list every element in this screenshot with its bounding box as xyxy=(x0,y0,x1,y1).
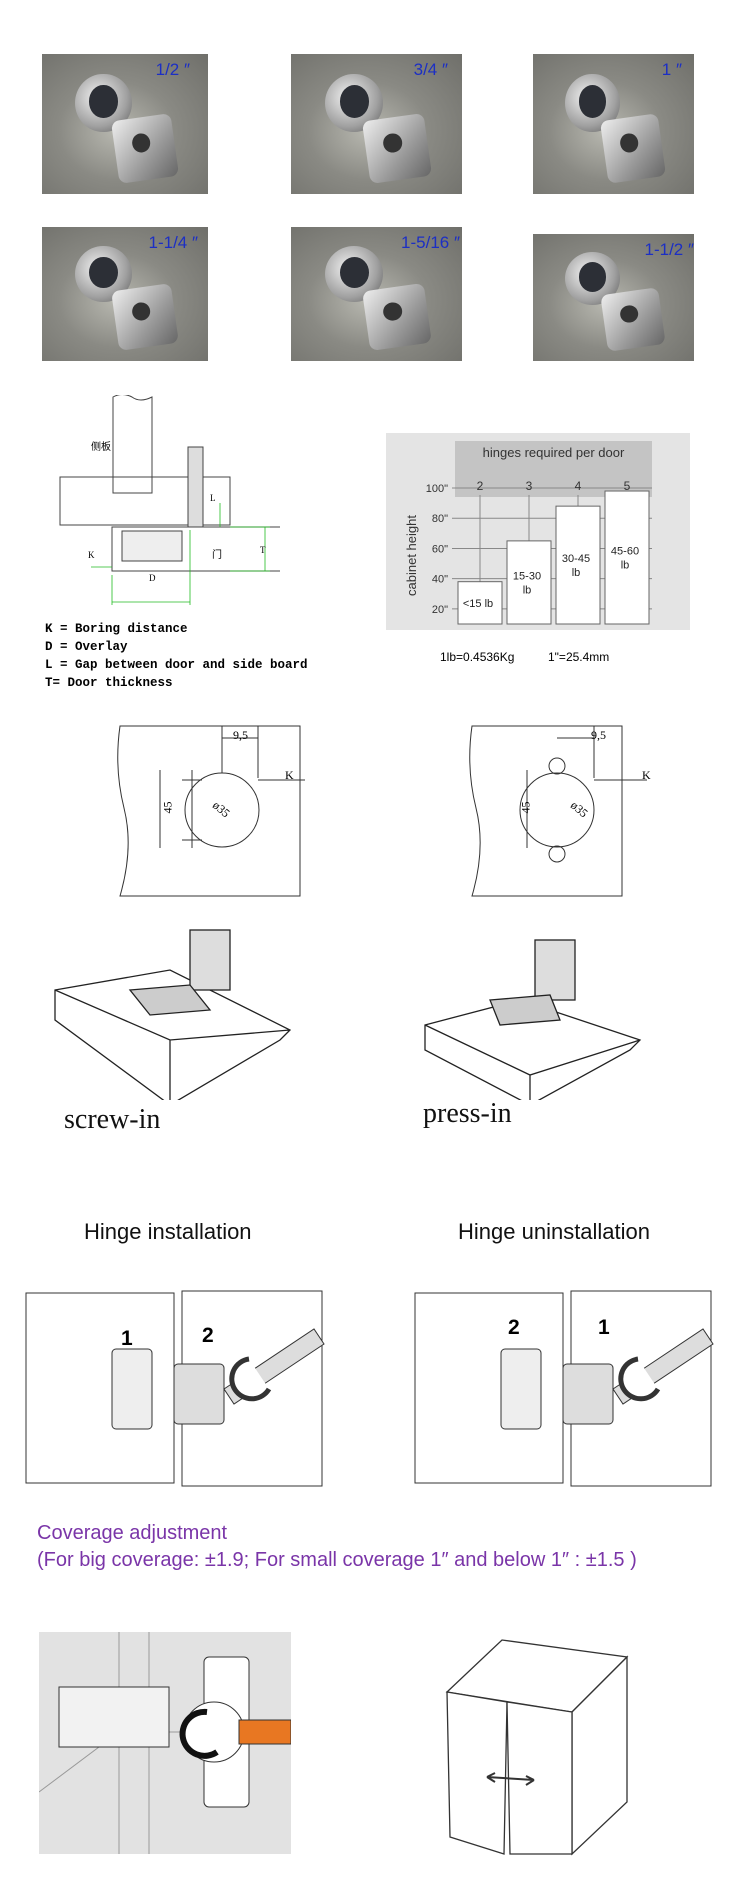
hinge-photo-4: 1-1/4 ″ xyxy=(42,227,208,361)
t-dim-label: T xyxy=(260,545,266,555)
chart-title: hinges required per door xyxy=(482,445,625,460)
screw-in-caption: screw-in xyxy=(64,1104,161,1135)
hinge-photo-3: 1 ″ xyxy=(533,54,694,194)
hinge-size-label: 1/2 ″ xyxy=(155,60,190,79)
l-dim-label: L xyxy=(210,493,216,503)
hinge-section-diagram xyxy=(59,395,280,605)
legend-d: D = Overlay xyxy=(45,640,128,654)
dim-top-right: 9,5 xyxy=(591,728,606,742)
legend-k: K = Boring distance xyxy=(45,622,188,636)
install-step-1: 1 xyxy=(121,1327,133,1350)
conversion-lb: 1lb=0.4536Kg xyxy=(440,650,515,664)
k-dim-label: K xyxy=(88,550,95,560)
dim-top-left: 9,5 xyxy=(233,728,248,742)
hinge-photo-5: 1-5/16 ″ xyxy=(291,227,462,361)
hinge-uninstallation-title: Hinge uninstallation xyxy=(458,1219,651,1244)
drilling-diagram-press xyxy=(469,725,647,897)
legend-t: T= Door thickness xyxy=(45,676,173,690)
chart-bar-label: 30-45 xyxy=(562,553,590,565)
coverage-adjust-drawing xyxy=(39,1632,291,1854)
chart-bar-label: 45-60 xyxy=(611,546,639,558)
uninstallation-drawing xyxy=(414,1290,714,1487)
chart-ytick: 60" xyxy=(432,543,448,555)
hinge-size-label: 1-1/4 ″ xyxy=(148,233,199,252)
hinges-per-door-chart: hinges required per door cabinet height … xyxy=(386,433,690,630)
chart-ytick: 40" xyxy=(432,574,448,586)
hinge-size-label: 1 ″ xyxy=(661,60,682,79)
dim-side-left: 45 xyxy=(160,801,175,814)
d-dim-label: D xyxy=(149,573,156,583)
coverage-title: Coverage adjustment xyxy=(37,1522,228,1544)
dim-side-right: 45 xyxy=(518,801,533,814)
cabinet-doors-drawing xyxy=(445,1639,629,1856)
hinge-photo-1: 1/2 ″ xyxy=(42,54,208,194)
chart-ytick: 100" xyxy=(426,483,448,495)
install-step-2: 2 xyxy=(202,1324,214,1347)
press-in-drawing xyxy=(424,939,642,1100)
legend-l: L = Gap between door and side board xyxy=(45,658,308,672)
installation-drawing xyxy=(25,1290,325,1487)
screw-in-drawing xyxy=(54,929,292,1100)
chart-column-label: 2 xyxy=(477,479,484,493)
chart-bar-label: lb xyxy=(621,560,630,572)
hinge-size-label: 1-1/2 ″ xyxy=(644,240,695,259)
hinge-installation-title: Hinge installation xyxy=(84,1219,252,1244)
chart-bar xyxy=(555,505,601,625)
chart-bar-label: lb xyxy=(572,567,581,579)
press-in-caption: press-in xyxy=(423,1098,512,1129)
hinge-photo-6: 1-1/2 ″ xyxy=(533,234,694,361)
chart-bar xyxy=(457,581,503,625)
chart-bar-label: lb xyxy=(523,584,532,596)
k-right: K xyxy=(642,768,651,782)
hinge-photo-2: 3/4 ″ xyxy=(291,54,462,194)
chart-ytick: 20" xyxy=(432,604,448,616)
chart-bar-label: 15-30 xyxy=(513,570,541,582)
chart-ytick: 80" xyxy=(432,513,448,525)
chart-bar xyxy=(506,540,552,625)
side-board-label: 侧板 xyxy=(91,442,111,453)
hinge-size-label: 1-5/16 ″ xyxy=(401,233,460,252)
k-left: K xyxy=(285,768,294,782)
chart-column-label: 4 xyxy=(575,479,582,493)
chart-bar-label: <15 lb xyxy=(463,598,493,610)
dimension-legend: K = Boring distance D = Overlay L = Gap … xyxy=(45,620,308,692)
conversion-inch: 1"=25.4mm xyxy=(548,650,610,664)
chart-bar xyxy=(604,490,650,625)
coverage-note: (For big coverage: ±1.9; For small cover… xyxy=(37,1549,637,1571)
chart-column-label: 3 xyxy=(526,479,533,493)
door-label: 门 xyxy=(212,550,222,561)
hinge-size-label: 3/4 ″ xyxy=(413,60,448,79)
uninstall-step-1: 1 xyxy=(598,1316,610,1339)
chart-column-label: 5 xyxy=(624,479,631,493)
uninstall-step-2: 2 xyxy=(508,1316,520,1339)
drilling-diagram-screw xyxy=(117,725,305,897)
